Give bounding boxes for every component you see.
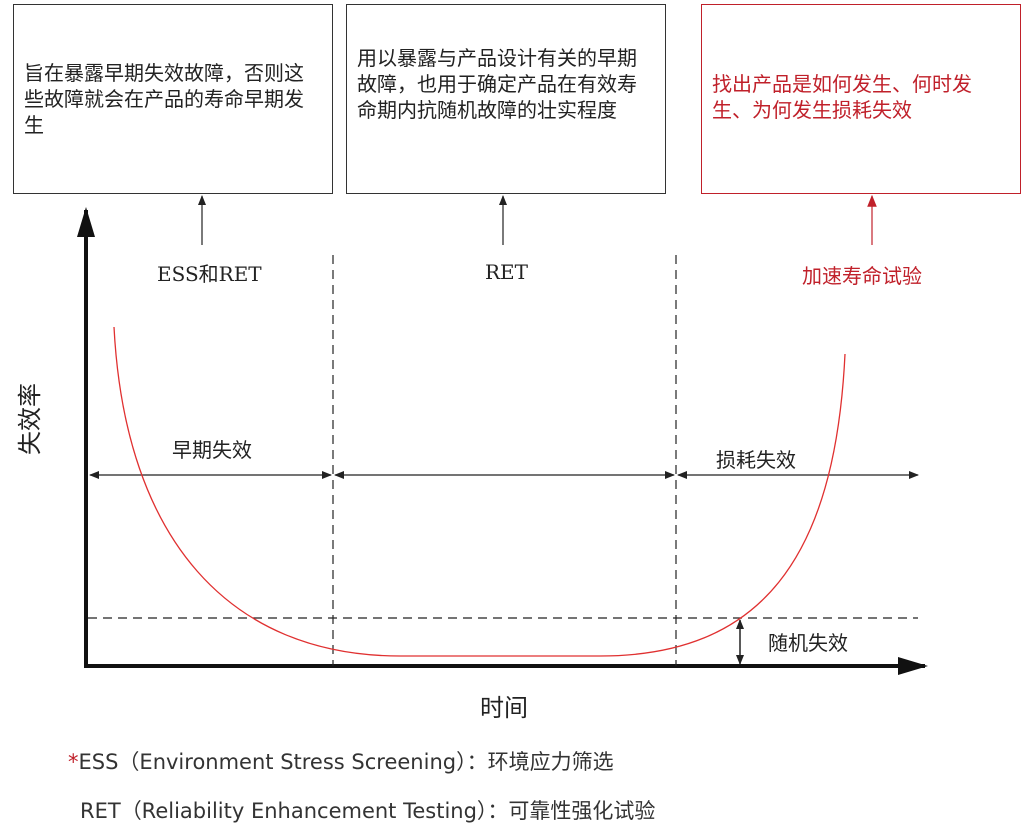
legend-star: * bbox=[68, 750, 79, 774]
box-early-text: 旨在暴露早期失效故障，否则这些故障就会在产品的寿命早期发生 bbox=[24, 61, 304, 137]
legend-ess: *ESS（Environment Stress Screening）：环境应力筛… bbox=[68, 746, 614, 776]
box-alt-description: 找出产品是如何发生、何时发生、为何发生损耗失效 bbox=[701, 4, 1021, 194]
bathtub-curve bbox=[113, 326, 846, 657]
box-ret-text: 用以暴露与产品设计有关的早期故障，也用于确定产品在有效寿命期内抗随机故障的壮实程… bbox=[357, 46, 637, 122]
label-random-failure: 随机失效 bbox=[768, 631, 848, 655]
label-ess-ret: ESS和RET bbox=[157, 262, 262, 286]
box-early-failure-description: 旨在暴露早期失效故障，否则这些故障就会在产品的寿命早期发生 bbox=[13, 4, 333, 194]
legend-ret: RET（Reliability Enhancement Testing）：可靠性… bbox=[80, 795, 655, 825]
label-early-failure: 早期失效 bbox=[172, 438, 252, 462]
label-wearout-failure: 损耗失效 bbox=[716, 448, 796, 472]
label-accelerated-life-test: 加速寿命试验 bbox=[802, 264, 922, 288]
box-ret-description: 用以暴露与产品设计有关的早期故障，也用于确定产品在有效寿命期内抗随机故障的壮实程… bbox=[346, 4, 666, 194]
y-axis-label: 失效率 bbox=[16, 383, 44, 455]
label-ret: RET bbox=[485, 260, 528, 284]
legend-ret-text: RET（Reliability Enhancement Testing）：可靠性… bbox=[80, 799, 656, 823]
x-axis-label: 时间 bbox=[480, 694, 528, 722]
legend-ess-text: ESS（Environment Stress Screening）：环境应力筛选 bbox=[78, 750, 614, 774]
box-alt-text: 找出产品是如何发生、何时发生、为何发生损耗失效 bbox=[712, 72, 972, 122]
